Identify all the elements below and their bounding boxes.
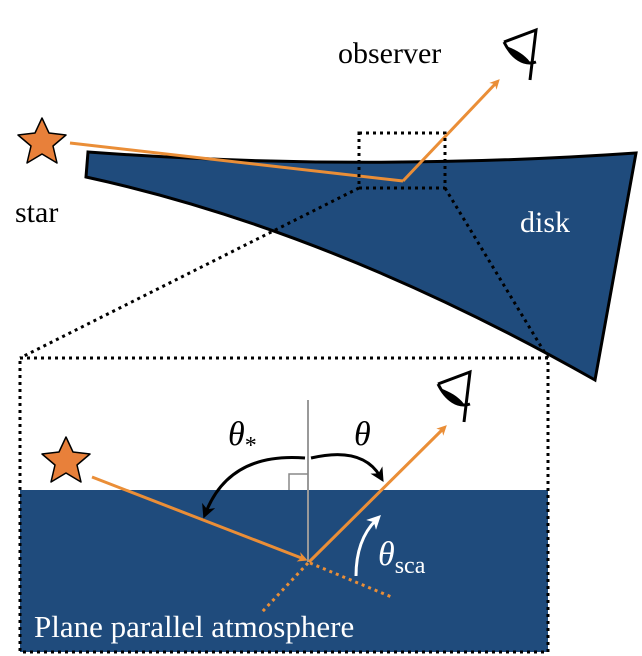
theta-star-arc	[202, 455, 306, 519]
atmosphere-label: Plane parallel atmosphere	[34, 609, 354, 644]
theta-sca-label: θsca	[378, 536, 426, 579]
incident-ray-top	[69, 141, 404, 183]
eye-icon	[436, 369, 472, 423]
right-angle-mark	[288, 473, 308, 490]
incident-ray	[91, 475, 308, 562]
atmosphere-layer	[20, 490, 548, 652]
disk-shape	[84, 150, 638, 383]
observer-label: observer	[338, 37, 441, 70]
scattered-ray-top	[401, 79, 500, 183]
theta-star-subscript: *	[245, 433, 257, 459]
zoom-connector-right	[443, 187, 550, 359]
zoom-panel-frame	[18, 356, 550, 654]
zoom-region-box	[357, 131, 447, 190]
star-label: star	[15, 196, 58, 229]
theta-arc	[310, 453, 384, 482]
theta-star-label: θ*	[228, 416, 257, 459]
star-icon	[41, 436, 91, 483]
theta-label: θ	[354, 416, 371, 453]
theta-sca-subscript: sca	[395, 553, 426, 579]
scattered-continuation-dotted	[260, 561, 310, 614]
zoom-connector-left	[19, 186, 360, 360]
theta-sca-arc	[354, 515, 381, 577]
scattered-ray	[307, 425, 447, 564]
star-icon	[17, 117, 67, 164]
incident-continuation-dotted	[309, 561, 395, 600]
theta-sca-symbol: θ	[378, 536, 395, 573]
theta-star-symbol: θ	[228, 416, 245, 453]
disk-label: disk	[520, 206, 570, 239]
eye-icon	[502, 27, 538, 81]
